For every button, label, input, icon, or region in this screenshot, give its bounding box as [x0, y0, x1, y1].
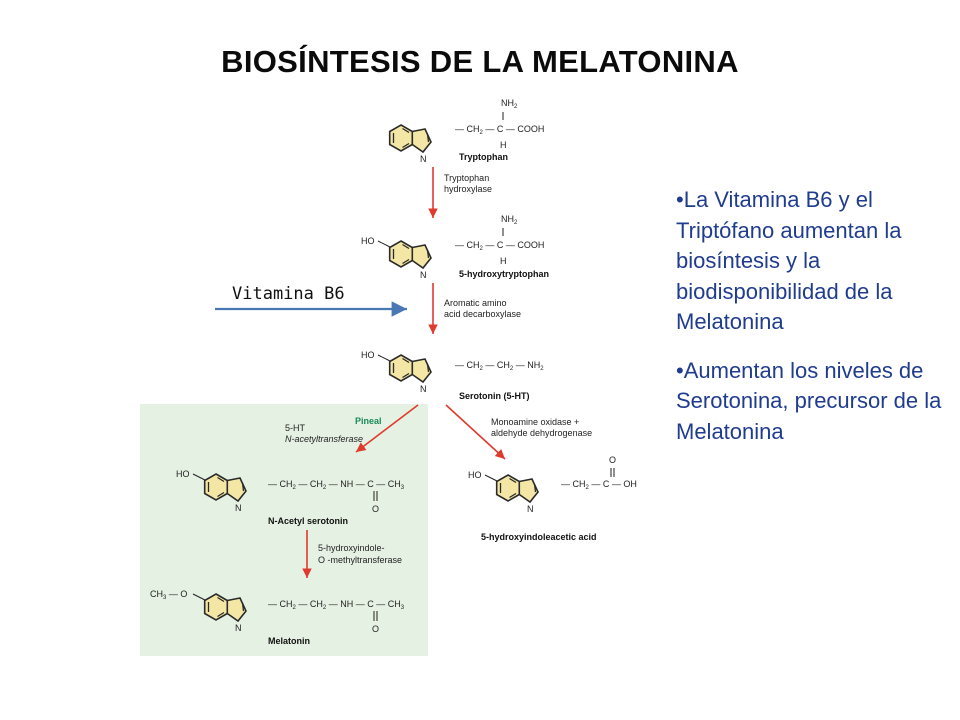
enzyme-methyltransferase-1: 5-hydroxyindole- — [318, 543, 385, 553]
svg-text:HO: HO — [176, 469, 190, 479]
svg-text:— CH2 — C — OH: — CH2 — C — OH — [561, 479, 637, 491]
vitamin-b6-label: Vitamina B6 — [232, 284, 345, 304]
serotonin-structure: HO — CH2 — CH2 — NH2 — [361, 350, 544, 395]
svg-text:— CH2 — CH2 — NH2: — CH2 — CH2 — NH2 — [455, 360, 544, 372]
svg-text:— CH2 — CH2 — NH — C — CH3: — CH2 — CH2 — NH — C — CH3 — [268, 599, 405, 611]
enzyme-acetyltransferase-2: N-acetyltransferase — [285, 434, 363, 444]
svg-text:H: H — [500, 256, 507, 266]
enzyme-tryptophan-hydroxylase-1: Tryptophan — [444, 173, 489, 183]
svg-text:O: O — [609, 455, 616, 465]
arrow-to-hiaa — [445, 404, 506, 460]
compound-5-hydroxytryptophan: 5-hydroxytryptophan — [459, 269, 549, 279]
svg-text:NH2: NH2 — [501, 214, 518, 226]
compound-melatonin: Melatonin — [268, 636, 310, 646]
enzyme-mao-1: Monoamine oxidase + — [491, 417, 579, 427]
tryptophan-structure: — CH2 — C — COOH NH2 H — [388, 98, 544, 165]
arrow-to-acetyl-serotonin — [355, 404, 419, 453]
hydroxytryptophan-structure: HO — CH2 — C — COOH NH2 H — [361, 214, 544, 281]
svg-text:HO: HO — [468, 470, 482, 480]
svg-text:— CH2 — C — COOH: — CH2 — C — COOH — [455, 240, 544, 252]
svg-text:O: O — [372, 624, 379, 634]
melatonin-structure: CH3 — O — CH2 — CH2 — NH — C — CH3 O — [150, 589, 405, 634]
compound-tryptophan: Tryptophan — [459, 152, 508, 162]
svg-text:— CH2 — C — COOH: — CH2 — C — COOH — [455, 124, 544, 136]
enzyme-methyltransferase-2: O -methyltransferase — [318, 555, 402, 565]
pineal-region — [140, 404, 428, 656]
compound-hiaa: 5-hydroxyindoleacetic acid — [481, 532, 597, 542]
svg-text:H: H — [500, 140, 507, 150]
pineal-label: Pineal — [355, 416, 382, 426]
svg-text:HO: HO — [361, 236, 375, 246]
notes-panel: •La Vitamina B6 y el Triptófano aumentan… — [676, 185, 946, 465]
page-title: BIOSÍNTESIS DE LA MELATONINA — [221, 44, 739, 79]
compound-serotonin: Serotonin (5-HT) — [459, 391, 530, 401]
svg-text:O: O — [372, 504, 379, 514]
svg-text:NH2: NH2 — [501, 98, 518, 110]
enzyme-decarboxylase-2: acid decarboxylase — [444, 309, 521, 319]
svg-text:HO: HO — [361, 350, 375, 360]
note-item: •Aumentan los niveles de Serotonina, pre… — [676, 357, 942, 444]
enzyme-mao-2: aldehyde dehydrogenase — [491, 428, 592, 438]
svg-text:— CH2 — CH2 — NH — C — CH3: — CH2 — CH2 — NH — C — CH3 — [268, 479, 405, 491]
enzyme-tryptophan-hydroxylase-2: hydroxylase — [444, 184, 492, 194]
hiaa-structure: HO — CH2 — C — OH O — [468, 455, 637, 515]
enzyme-acetyltransferase-1: 5-HT — [285, 423, 306, 433]
n-acetyl-serotonin-structure: HO — CH2 — CH2 — NH — C — CH3 O — [176, 469, 405, 514]
compound-n-acetyl-serotonin: N-Acetyl serotonin — [268, 516, 348, 526]
svg-text:CH3 — O: CH3 — O — [150, 589, 187, 601]
enzyme-decarboxylase-1: Aromatic amino — [444, 298, 507, 308]
note-item: •La Vitamina B6 y el Triptófano aumentan… — [676, 187, 902, 334]
